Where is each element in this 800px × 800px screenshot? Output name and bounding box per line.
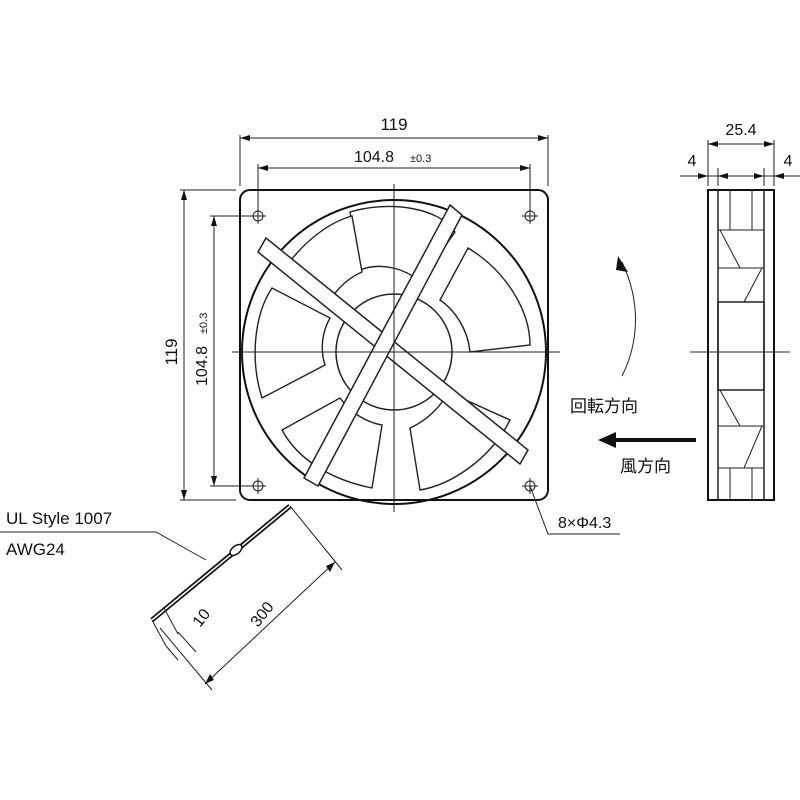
strip-length-label: 10 — [190, 606, 214, 631]
hole-pitch-y-tol: ±0.3 — [198, 313, 210, 334]
rotation-label: 回転方向 — [570, 397, 638, 416]
wire-tie — [229, 543, 243, 557]
width-label: 119 — [380, 115, 407, 134]
fan-struts — [257, 203, 529, 488]
hole-pitch-x-tol: ±0.3 — [410, 153, 431, 165]
hole-pitch-x-label: 104.8 — [354, 149, 394, 166]
rotation-arrow — [621, 261, 636, 377]
height-label: 119 — [162, 338, 181, 365]
lead-length-label: 300 — [248, 599, 278, 631]
lead-wire: UL Style 1007 AWG24 10 300 — [0, 504, 343, 691]
depth-label: 25.4 — [725, 122, 756, 139]
flange-left-label: 4 — [688, 153, 697, 170]
hole-pitch-y-label: 104.8 — [194, 346, 211, 386]
side-view — [690, 189, 790, 501]
side-body — [707, 189, 775, 501]
airflow-label: 風方向 — [620, 457, 671, 476]
side-dimensions: 25.4 4 4 — [680, 122, 800, 186]
front-view — [232, 184, 560, 512]
flange-right-label: 4 — [784, 153, 793, 170]
wire-style-label: UL Style 1007 — [6, 509, 112, 528]
direction-indicators: 回転方向 風方向 — [570, 256, 696, 476]
wire-gauge-label: AWG24 — [6, 540, 65, 559]
mount-hole-label: 8×Φ4.3 — [558, 515, 611, 532]
front-dimensions: 119 104.8 ±0.3 119 104.8 ±0.3 8×Φ4.3 — [162, 115, 620, 535]
center-lines — [232, 184, 560, 512]
